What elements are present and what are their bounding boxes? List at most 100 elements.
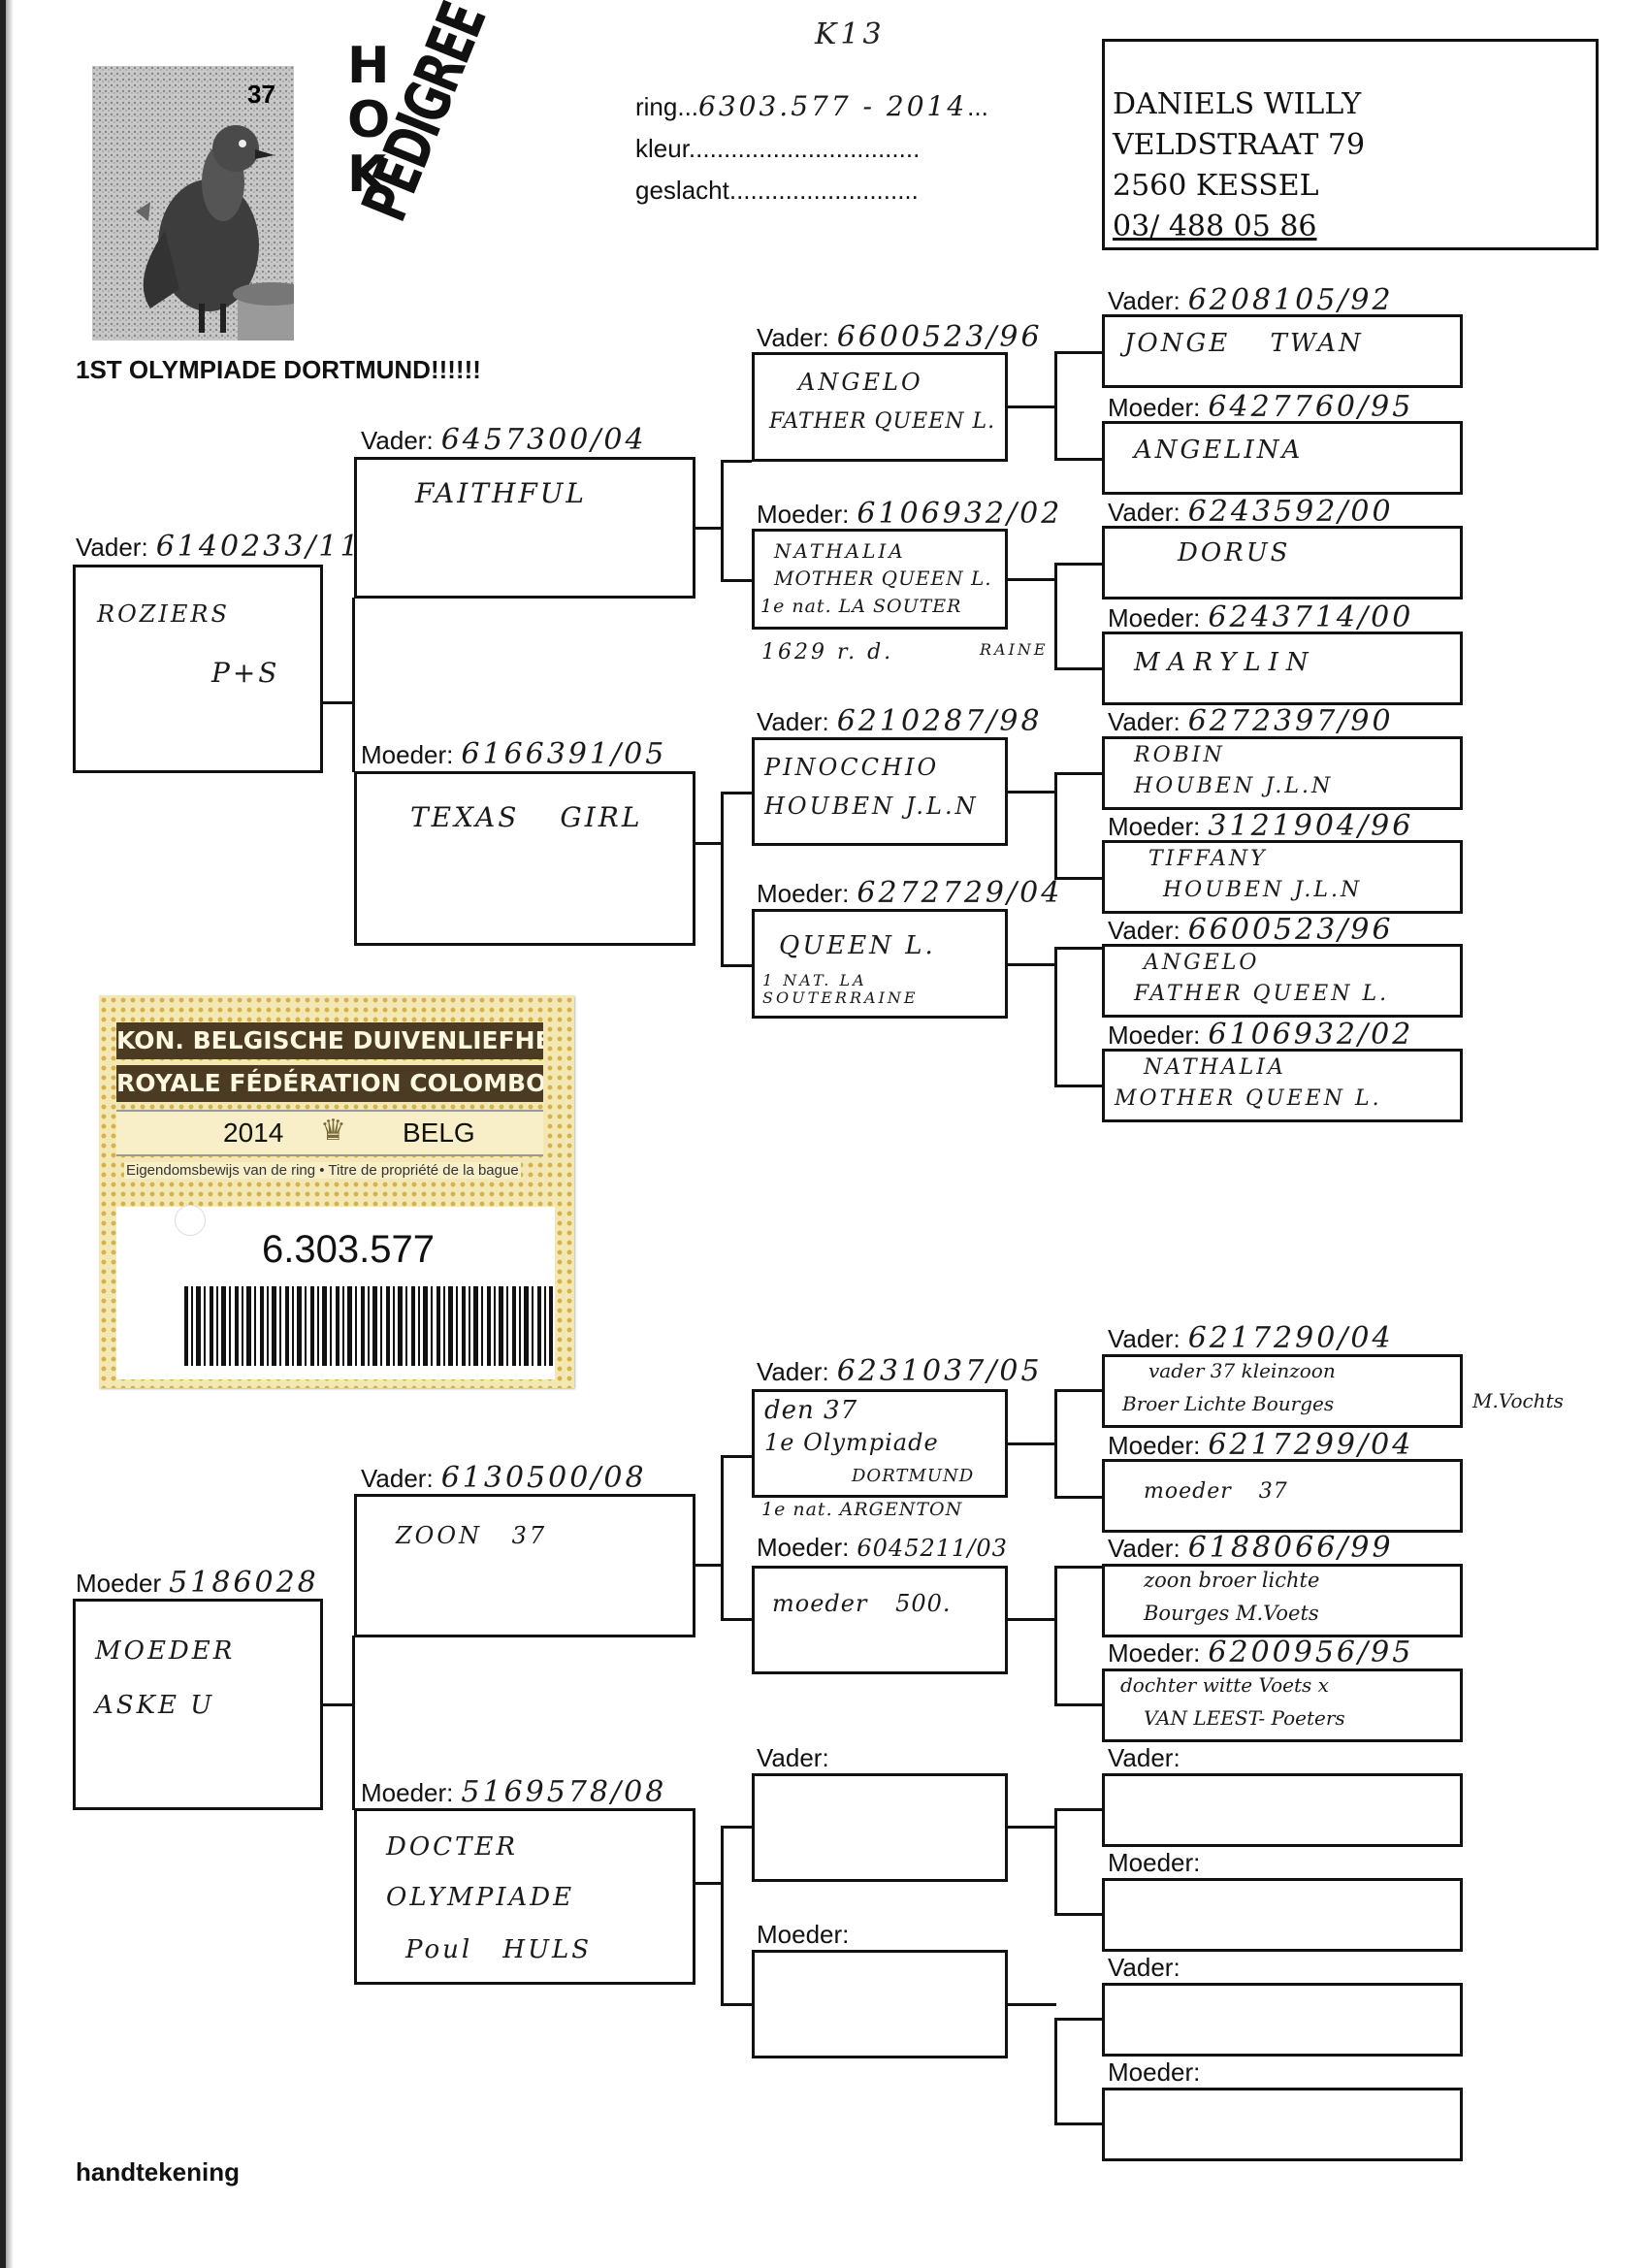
connector bbox=[1054, 947, 1102, 950]
olympiade-heading: 1ST OLYMPIADE DORTMUND!!!!!! bbox=[76, 355, 481, 384]
sire-moeder-label: Moeder:6166391/05 bbox=[361, 737, 667, 771]
sire-vm-note-2: RAINE bbox=[980, 640, 1049, 659]
connector bbox=[1054, 2018, 1057, 2124]
signature-label: handtekening bbox=[76, 2157, 241, 2187]
card-subtitle: Eigendomsbewijs van de ring • Titre de p… bbox=[124, 1162, 521, 1179]
sire-mvm-box: TIFFANY HOUBEN J.L.N bbox=[1102, 840, 1463, 914]
connector bbox=[695, 527, 723, 530]
connector bbox=[1008, 791, 1056, 794]
connector bbox=[1054, 1566, 1057, 1705]
sire-mvv-box: ROBIN HOUBEN J.L.N bbox=[1102, 736, 1463, 810]
dam-mvm-label: Moeder: bbox=[1108, 1848, 1201, 1877]
kleur-field: kleur................................. bbox=[635, 134, 921, 163]
dam-vv-box: den 37 1e Olympiade DORTMUND bbox=[752, 1389, 1008, 1498]
sire-mvm-label: Moeder:3121904/96 bbox=[1108, 809, 1414, 843]
sire-mmv-label: Vader:6600523/96 bbox=[1108, 913, 1394, 947]
card-year: 2014 bbox=[223, 1118, 284, 1148]
connector bbox=[1054, 1389, 1057, 1498]
dam-vader-box: ZOON 37 bbox=[354, 1494, 695, 1637]
sire-vmm-box: MARYLIN bbox=[1102, 632, 1463, 705]
dam-mv-box bbox=[752, 1773, 1008, 1882]
connector bbox=[1054, 1496, 1102, 1499]
sire-mv-box: PINOCCHIO HOUBEN J.L.N bbox=[752, 737, 1008, 846]
connector bbox=[1054, 563, 1102, 566]
connector bbox=[352, 598, 355, 772]
dam-vv-note: 1e nat. ARGENTON bbox=[761, 1499, 963, 1520]
ring-ownership-card: KON. BELGISCHE DUIVENLIEFHEBBERSBOND ROY… bbox=[99, 995, 574, 1388]
barcode bbox=[184, 1286, 553, 1366]
sire-label: Vader:6140233/11 bbox=[76, 530, 362, 564]
connector bbox=[695, 1564, 723, 1567]
sire-vvm-box: ANGELINA bbox=[1102, 421, 1463, 495]
ring-fields: ring...6303.577 - 2014... kleur.........… bbox=[635, 85, 988, 211]
sire-vvm-label: Moeder:6427760/95 bbox=[1108, 390, 1414, 424]
sire-vmm-label: Moeder:6243714/00 bbox=[1108, 600, 1414, 634]
connector bbox=[1008, 1618, 1056, 1621]
connector bbox=[1054, 1389, 1102, 1392]
hok-title: HOK bbox=[347, 37, 391, 204]
connector bbox=[1054, 877, 1102, 880]
sire-vv-box: ANGELO FATHER QUEEN L. bbox=[752, 352, 1008, 462]
connector bbox=[1054, 351, 1102, 354]
dam-vvv-box: vader 37 kleinzoon Broer Lichte Bourges bbox=[1102, 1354, 1463, 1428]
owner-street: VELDSTRAAT 79 bbox=[1113, 128, 1366, 162]
dam-mvv-label: Vader: bbox=[1108, 1743, 1180, 1772]
dam-vm-box: moeder 500. bbox=[752, 1566, 1008, 1674]
connector bbox=[721, 964, 752, 967]
connector bbox=[1008, 963, 1056, 966]
dam-vm-label: Moeder:6045211/03 bbox=[757, 1533, 1008, 1562]
sire-vmv-label: Vader:6243592/00 bbox=[1108, 495, 1394, 529]
dam-mm-label: Moeder: bbox=[757, 1920, 850, 1949]
connector bbox=[695, 1882, 723, 1885]
sire-box: ROZIERS P+S bbox=[73, 565, 323, 773]
dam-vmm-box: dochter witte Voets x VAN LEEST- Poeters bbox=[1102, 1669, 1463, 1742]
sire-mv-label: Vader:6210287/98 bbox=[757, 704, 1043, 738]
connector bbox=[721, 792, 724, 966]
connector bbox=[1054, 1808, 1057, 1915]
sire-vvv-label: Vader:6208105/92 bbox=[1108, 283, 1394, 317]
owner-name: DANIELS WILLY bbox=[1113, 87, 1362, 121]
dam-vvm-box: moeder 37 bbox=[1102, 1459, 1463, 1533]
connector bbox=[1054, 947, 1057, 1086]
scan-left-edge bbox=[0, 0, 14, 2268]
dam-mm-box bbox=[752, 1950, 1008, 2058]
crown-icon: ♛ bbox=[320, 1115, 346, 1147]
card-band-1: KON. BELGISCHE DUIVENLIEFHEBBERSBOND bbox=[116, 1022, 543, 1059]
connector bbox=[695, 842, 723, 845]
owner-phone: 03/ 488 05 86 bbox=[1113, 210, 1317, 243]
dam-mmv-label: Vader: bbox=[1108, 1953, 1180, 1982]
dam-box: MOEDER ASKE U bbox=[73, 1599, 323, 1810]
ring-value: 6303.577 - 2014 bbox=[698, 90, 968, 122]
connector bbox=[1054, 1808, 1102, 1811]
connector bbox=[1008, 405, 1056, 408]
dam-vvm-label: Moeder:6217299/04 bbox=[1108, 1428, 1414, 1462]
connector bbox=[721, 1826, 724, 2005]
ring-field: ring...6303.577 - 2014... bbox=[635, 90, 988, 122]
geslacht-field: geslacht........................... bbox=[635, 176, 919, 205]
sire-vv-label: Vader:6600523/96 bbox=[757, 320, 1043, 354]
connector bbox=[721, 792, 752, 794]
sire-mm-box: QUEEN L. 1 NAT. LA SOUTERRAINE bbox=[752, 909, 1008, 1019]
sire-vvv-box: JONGE TWAN bbox=[1102, 314, 1463, 388]
card-punch-hole bbox=[175, 1205, 206, 1236]
connector bbox=[721, 460, 724, 581]
connector bbox=[1008, 578, 1056, 581]
dam-vmv-label: Vader:6188066/99 bbox=[1108, 1531, 1394, 1565]
dam-mmm-label: Moeder: bbox=[1108, 2057, 1201, 2087]
dam-moeder-label: Moeder:5169578/08 bbox=[361, 1775, 667, 1809]
connector bbox=[721, 460, 752, 463]
sire-mvv-label: Vader:6272397/90 bbox=[1108, 704, 1394, 738]
dam-mv-label: Vader: bbox=[757, 1743, 829, 1772]
connector bbox=[721, 579, 752, 582]
connector bbox=[352, 1636, 355, 1810]
dam-mmv-box bbox=[1102, 1983, 1463, 2057]
connector bbox=[323, 1703, 354, 1706]
connector bbox=[1054, 351, 1057, 460]
connector bbox=[1054, 2122, 1102, 2125]
sire-mmv-box: ANGELO FATHER QUEEN L. bbox=[1102, 944, 1463, 1018]
card-number-panel: 6.303.577 bbox=[116, 1205, 555, 1379]
sire-moeder-box: TEXAS GIRL bbox=[354, 771, 695, 946]
connector bbox=[1054, 1913, 1102, 1916]
